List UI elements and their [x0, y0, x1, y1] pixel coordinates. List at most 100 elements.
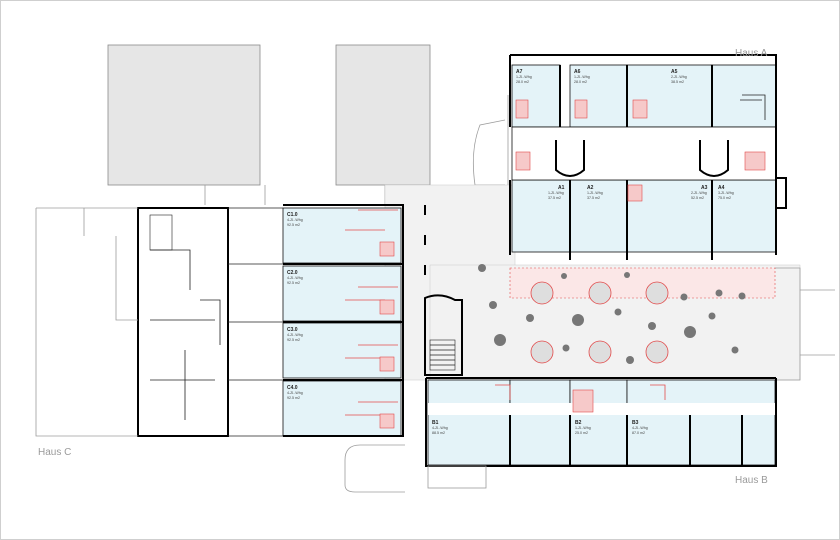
unit-label-b3: B3	[632, 420, 639, 426]
unit-label-b2: B2	[575, 420, 582, 426]
haus-a-stair-east	[699, 140, 729, 177]
furniture	[708, 312, 716, 320]
haus-c-east-wall	[283, 204, 404, 437]
furniture	[731, 346, 739, 354]
unit-type-a2: 1-Zi.-Whg	[587, 191, 603, 195]
hall-east-outline	[775, 267, 835, 381]
planter	[645, 340, 669, 364]
furniture	[614, 308, 622, 316]
haus-b-corridor	[428, 403, 775, 415]
furniture	[680, 293, 688, 301]
wet-room	[379, 299, 395, 315]
unit-type-b2: 1-Zi.-Whg	[575, 426, 591, 430]
unit-area-b2: 25.0 m2	[575, 431, 588, 435]
unit-type-a4: 3-Zi.-Whg	[718, 191, 734, 195]
apartment-b1-east	[509, 379, 571, 466]
haus-b-wet-lines	[495, 384, 666, 400]
haus-b	[344, 377, 777, 493]
furniture	[489, 301, 497, 309]
wet-room	[574, 99, 588, 119]
wet-room	[379, 356, 395, 372]
unit-label-a6: A6	[574, 69, 581, 75]
unit-label-c1: C1.0	[287, 212, 298, 218]
haus-b-labels: B1 4-Zi.-Whg 88.5 m2 B2 1-Zi.-Whg 25.0 m…	[432, 420, 648, 435]
unit-label-c4: C4.0	[287, 385, 298, 391]
unit-label-b1: B1	[432, 420, 439, 426]
unit-label-c2: C2.0	[287, 270, 298, 276]
unit-area-c2: 92.5 m2	[287, 281, 300, 285]
haus-b-entrance-canopy	[427, 465, 487, 489]
haus-c-existing-outline	[137, 207, 229, 437]
unit-label-a1: A1	[558, 185, 565, 191]
haus-c-wet-lines	[345, 209, 398, 416]
neighbour-building-left	[107, 44, 261, 186]
haus-b-partitions	[509, 415, 743, 466]
furniture	[715, 289, 723, 297]
wet-room	[744, 151, 766, 171]
planter	[588, 340, 612, 364]
unit-area-a6: 28.0 m2	[574, 80, 587, 84]
unit-type-b3: 4-Zi.-Whg	[632, 426, 648, 430]
unit-area-b1: 88.5 m2	[432, 431, 445, 435]
unit-type-a1: 1-Zi.-Whg	[548, 191, 564, 195]
unit-area-c4: 92.5 m2	[287, 396, 300, 400]
house-label-c: Haus C	[38, 447, 71, 458]
haus-b-outer-wall	[425, 378, 777, 467]
furniture	[738, 292, 746, 300]
haus-c-labels: C1.0 4-Zi.-Whg 92.5 m2 C2.0 4-Zi.-Whg 92…	[287, 212, 303, 400]
unit-type-c3: 4-Zi.-Whg	[287, 333, 303, 337]
wet-room	[379, 241, 395, 257]
furniture	[478, 264, 486, 272]
unit-type-a3: 2-Zi.-Whg	[691, 191, 707, 195]
haus-a	[509, 54, 787, 260]
unit-type-a6: 1-Zi.-Whg	[574, 75, 590, 79]
haus-c-outline	[35, 207, 138, 437]
apartment-c4	[282, 380, 402, 437]
unit-area-b3: 87.0 m2	[632, 431, 645, 435]
haus-a-stair-west	[555, 140, 585, 177]
haus-c-interior	[150, 249, 221, 420]
play-area-hatch	[509, 267, 776, 299]
wet-room	[627, 184, 643, 202]
planter	[588, 281, 612, 305]
central-stair-core	[424, 205, 463, 376]
furniture	[572, 314, 584, 326]
stair-treads	[430, 344, 455, 366]
wet-room	[515, 151, 531, 171]
planter	[645, 281, 669, 305]
unit-label-c3: C3.0	[287, 327, 298, 333]
unit-type-b1: 4-Zi.-Whg	[432, 426, 448, 430]
haus-a-partitions	[559, 65, 713, 260]
haus-c-partitions	[283, 263, 403, 381]
unit-label-a3: A3	[701, 185, 708, 191]
furniture	[561, 273, 567, 279]
planters	[530, 281, 669, 364]
courtyard-links	[204, 185, 386, 205]
unit-area-a1: 37.5 m2	[548, 196, 561, 200]
furniture-clusters	[478, 264, 746, 364]
haus-a-balcony	[740, 94, 766, 120]
apartment-a5-east	[711, 64, 777, 128]
furniture	[526, 314, 534, 322]
haus-c-stair	[149, 214, 173, 251]
unit-type-c2: 4-Zi.-Whg	[287, 276, 303, 280]
unit-type-a5: 2-Zi.-Whg	[671, 75, 687, 79]
wet-room	[572, 389, 594, 413]
furniture	[648, 322, 656, 330]
unit-area-c3: 92.5 m2	[287, 338, 300, 342]
furniture	[494, 334, 506, 346]
haus-a-corridor	[511, 126, 777, 181]
house-label-b: Haus B	[735, 475, 768, 486]
apartment-a2	[569, 179, 628, 253]
furniture	[626, 356, 634, 364]
wet-room	[632, 99, 648, 119]
unit-type-c4: 4-Zi.-Whg	[287, 391, 303, 395]
stair-core-outline	[424, 294, 463, 376]
terrace-outline	[472, 119, 506, 186]
haus-a-labels: A7 1-Zi.-Whg 28.0 m2 A6 1-Zi.-Whg 28.0 m…	[516, 69, 734, 200]
unit-area-a2: 37.5 m2	[587, 196, 600, 200]
haus-a-balcony-box	[775, 177, 787, 209]
unit-area-a3: 52.5 m2	[691, 196, 704, 200]
planter	[530, 281, 554, 305]
